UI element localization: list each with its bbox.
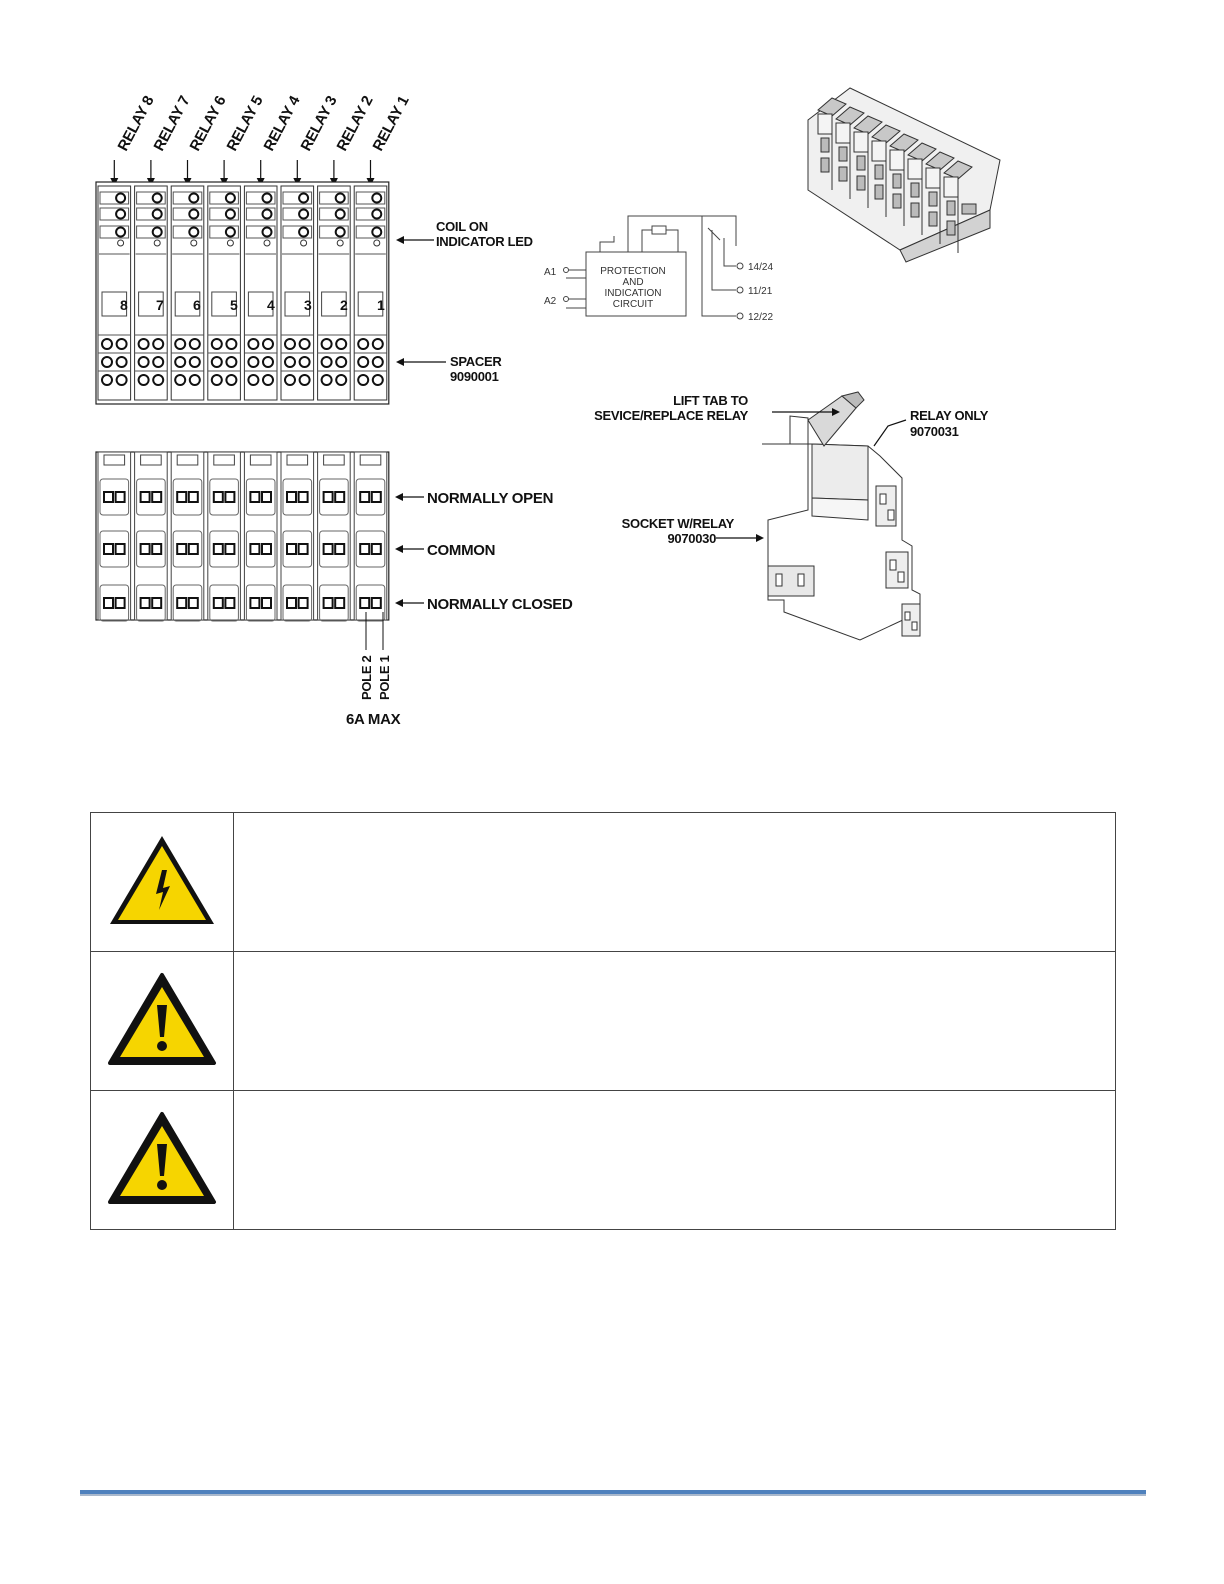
relay-label: RELAY 1 — [370, 93, 413, 154]
contact-module — [134, 451, 168, 622]
contact-callouts: NORMALLY OPEN COMMON NORMALLY CLOSED POL… — [346, 490, 573, 728]
relay-module — [134, 185, 168, 401]
warning-row — [90, 812, 1116, 952]
a2-terminal: A2 — [544, 296, 557, 307]
relay-socket-drawing — [762, 391, 921, 641]
spacer-callout: SPACER 9090001 — [396, 354, 503, 384]
relay-module — [207, 185, 241, 401]
pole-1-label: POLE 1 — [377, 655, 392, 700]
socket-label: SOCKET W/RELAY — [622, 516, 735, 531]
coil-on-label: COIL ON — [436, 219, 488, 234]
isometric-modules — [817, 97, 973, 253]
contact-module — [207, 451, 241, 622]
spacer-part-number: 9090001 — [450, 369, 499, 384]
indicator-led-label: INDICATOR LED — [436, 234, 533, 249]
relay-wiring-diagram: RELAY 8 RELAY 7 RELAY 6 RELAY 5 RELAY 4 … — [95, 87, 1001, 728]
relay-only-label: RELAY ONLY — [910, 408, 989, 423]
warning-text — [233, 812, 1116, 952]
relay-number: 2 — [340, 297, 348, 313]
relay-number: 8 — [120, 297, 128, 313]
isometric-relay-module — [907, 142, 937, 235]
circuit-line: AND — [622, 277, 643, 288]
warning-text — [233, 1090, 1116, 1230]
relay-number: 7 — [156, 297, 164, 313]
warning-table — [90, 812, 1116, 1230]
normally-open-label: NORMALLY OPEN — [427, 490, 553, 507]
isometric-relay-module — [835, 106, 865, 199]
contact-module — [243, 451, 278, 622]
relay-number: 1 — [377, 297, 385, 313]
a1-terminal: A1 — [544, 267, 557, 278]
terminal-11-21: 11/21 — [748, 286, 773, 297]
warning-row — [90, 1090, 1116, 1230]
contact-module — [317, 451, 351, 622]
terminal-12-22: 12/22 — [748, 312, 773, 323]
relay-number: 4 — [267, 297, 275, 313]
coil-led-callout: COIL ON INDICATOR LED — [396, 219, 533, 249]
service-relay-label: SEVICE/REPLACE RELAY — [594, 408, 749, 423]
contact-module — [353, 451, 388, 622]
relay-only-part-number: 9070031 — [910, 424, 959, 439]
spacer-label: SPACER — [450, 354, 502, 369]
max-rating-label: 6A MAX — [346, 711, 401, 728]
socket-part-number: 9070030 — [667, 531, 716, 546]
circuit-line: CIRCUIT — [613, 299, 654, 310]
lift-tab-label: LIFT TAB TO — [673, 393, 748, 408]
relay-bank-isometric — [807, 87, 1001, 263]
isometric-relay-module — [943, 160, 973, 253]
relay-number: 3 — [304, 297, 312, 313]
warning-text — [233, 951, 1116, 1091]
common-label: COMMON — [427, 542, 495, 559]
relay-module — [97, 185, 132, 401]
relay-module — [170, 185, 205, 401]
contact-terminal-bank — [95, 451, 390, 622]
relay-labels: RELAY 8 RELAY 7 RELAY 6 RELAY 5 RELAY 4 … — [115, 92, 413, 153]
electrical-hazard-icon — [110, 835, 214, 924]
terminal-14-24: 14/24 — [748, 262, 773, 273]
relay-number: 5 — [230, 297, 238, 313]
caution-exclamation-icon — [108, 1111, 216, 1204]
relay-module — [317, 185, 351, 401]
circuit-line: PROTECTION — [600, 266, 666, 277]
contact-module — [97, 451, 132, 622]
caution-exclamation-icon — [108, 972, 216, 1065]
socket-callouts: LIFT TAB TO SEVICE/REPLACE RELAY RELAY O… — [594, 393, 989, 546]
normally-closed-label: NORMALLY CLOSED — [427, 596, 573, 613]
relay-module — [243, 185, 278, 401]
relay-module — [353, 185, 388, 401]
isometric-relay-module — [853, 115, 883, 208]
relay-number: 6 — [193, 297, 201, 313]
footer-rule — [80, 1490, 1146, 1494]
isometric-relay-module — [817, 97, 847, 190]
contact-module — [280, 451, 315, 622]
relay-module — [280, 185, 315, 401]
warning-row — [90, 951, 1116, 1091]
relay-schematic — [563, 215, 744, 320]
pole-2-label: POLE 2 — [359, 655, 374, 700]
relay-bank-top-view — [95, 160, 390, 405]
contact-module — [170, 451, 205, 622]
relay-number-tags: 8 7 6 5 4 3 2 1 — [120, 297, 385, 313]
isometric-relay-module — [925, 151, 955, 244]
circuit-line: INDICATION — [604, 288, 661, 299]
isometric-relay-module — [889, 133, 919, 226]
schematic-labels: A1 A2 PROTECTION AND INDICATION CIRCUIT … — [544, 262, 773, 323]
isometric-relay-module — [871, 124, 901, 217]
